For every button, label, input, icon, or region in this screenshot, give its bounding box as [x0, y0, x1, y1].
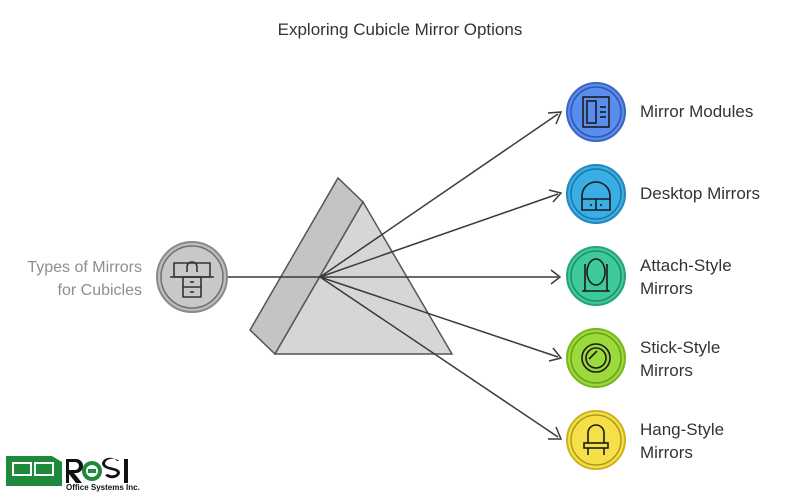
- round-mirror-icon: [581, 343, 611, 373]
- ray-1-arrowhead: [547, 111, 563, 125]
- input-node: [156, 241, 228, 313]
- ray-2: [319, 193, 559, 278]
- output-label-mirror-modules: Mirror Modules: [640, 100, 753, 123]
- output-node-3: [566, 246, 626, 306]
- output-label-stick-style-mirrors: Stick-Style Mirrors: [640, 336, 720, 382]
- output-label-1-line1: Mirror Modules: [640, 102, 754, 121]
- desk-drawer-icon: [170, 261, 214, 298]
- input-label-line2: for Cubicles: [57, 282, 142, 299]
- prism: [249, 176, 454, 356]
- mirror-module-panel-icon: [582, 96, 610, 128]
- desktop-mirror-icon: [581, 181, 611, 211]
- output-label-5-line2: Mirrors: [640, 443, 693, 462]
- output-rays: [319, 111, 563, 440]
- oval-stand-mirror-icon: [582, 258, 610, 292]
- ray-2-arrowhead: [548, 189, 563, 203]
- input-label-line1: Types of Mirrors: [27, 259, 142, 276]
- output-label-attach-style-mirrors: Attach-Style Mirrors: [640, 254, 732, 300]
- output-label-4-line1: Stick-Style: [640, 338, 721, 357]
- ray-4-arrowhead: [548, 347, 563, 362]
- ray-3-arrowhead: [550, 269, 562, 285]
- output-label-2-line1: Desktop Mirrors: [640, 184, 760, 203]
- output-label-4-line2: Mirrors: [640, 361, 693, 380]
- logo-tagline: Office Systems Inc.: [66, 483, 140, 492]
- output-label-3-line2: Mirrors: [640, 279, 693, 298]
- ray-5-arrowhead: [548, 426, 563, 440]
- logo-wordmark: [66, 457, 128, 483]
- page-title: Exploring Cubicle Mirror Options: [277, 20, 523, 39]
- output-node-1: [566, 82, 626, 142]
- output-label-desktop-mirrors: Desktop Mirrors: [640, 182, 760, 205]
- output-label-3-line1: Attach-Style: [640, 256, 732, 275]
- logo-mark: [6, 456, 62, 486]
- ray-4: [319, 276, 559, 358]
- output-label-hang-style-mirrors: Hang-Style Mirrors: [640, 418, 724, 464]
- input-label: Types of Mirrors for Cubicles: [0, 256, 142, 302]
- ray-1: [319, 113, 559, 278]
- vanity-mirror-icon: [583, 424, 609, 455]
- output-label-5-line1: Hang-Style: [640, 420, 725, 439]
- output-node-4: [566, 328, 626, 388]
- ray-5: [319, 276, 559, 438]
- output-node-5: [566, 410, 626, 470]
- output-node-2: [566, 164, 626, 224]
- rosi-logo: [6, 456, 128, 486]
